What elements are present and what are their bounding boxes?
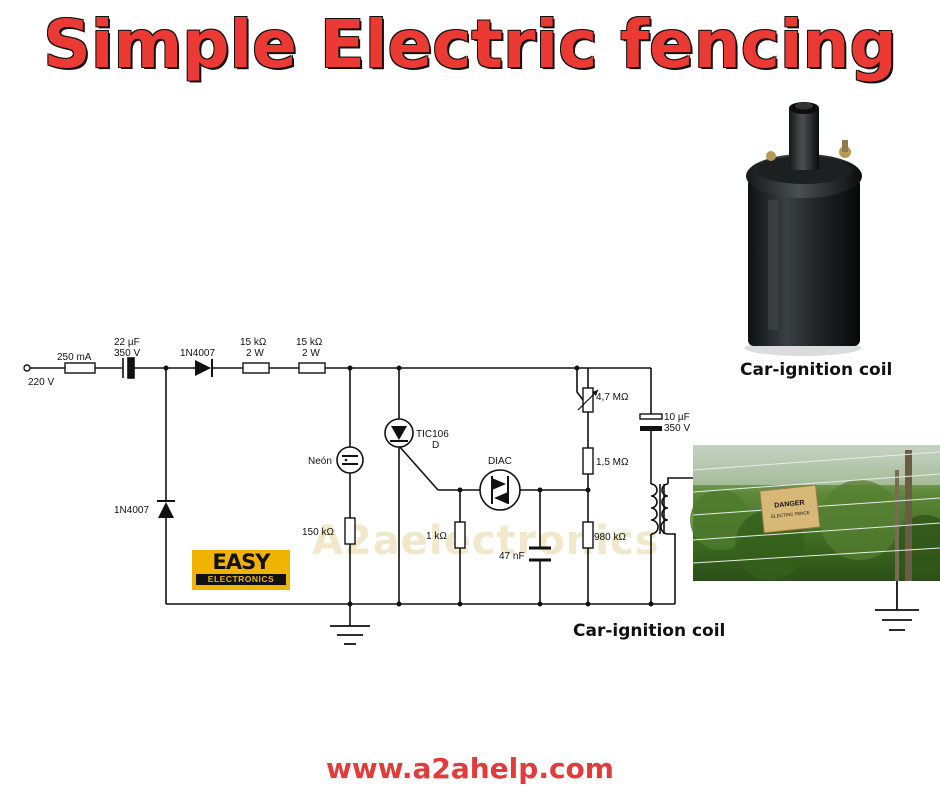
fuse-symbol [64, 362, 96, 374]
website-url[interactable]: www.a2ahelp.com [326, 752, 614, 785]
caption-transformer: Car-ignition coil [573, 621, 726, 641]
page-title: Simple Electric fencing [43, 6, 897, 83]
logo-line-2: ELECTRONICS [196, 574, 286, 585]
label-cap-timing: 47 nF [499, 551, 525, 562]
logo-line-1: EASY [212, 550, 271, 574]
caption-coil-photo: Car-ignition coil [740, 360, 893, 380]
ground-symbol-fence [875, 581, 919, 631]
shunt-diode-symbol [157, 500, 175, 518]
label-fuse: 250 mA [57, 352, 92, 363]
fence-sign-text: DANGER [774, 499, 805, 509]
transformer-symbol [650, 483, 669, 535]
input-capacitor-symbol [122, 357, 135, 379]
label-input-voltage: 220 V [28, 377, 54, 388]
label-output-cap-value: 10 µF [664, 412, 690, 423]
label-neon: Neón [308, 456, 332, 467]
resistor-15k-1 [242, 362, 270, 374]
label-res1-power: 2 W [246, 348, 264, 359]
input-terminal [23, 364, 31, 372]
label-output-cap-voltage: 350 V [664, 423, 690, 434]
resistor-150k [344, 517, 356, 545]
label-pot: 4,7 MΩ [596, 392, 629, 403]
label-res1-value: 15 kΩ [240, 337, 267, 348]
resistor-15k-2 [298, 362, 326, 374]
label-res-neon: 150 kΩ [302, 527, 334, 538]
watermark-text: A2aelectronics [312, 518, 660, 564]
label-res-gate: 1 kΩ [426, 531, 447, 542]
junction-dots [163, 365, 654, 607]
resistor-1k [454, 521, 466, 549]
capacitor-47nf-symbol [529, 546, 551, 562]
output-capacitor-symbol [639, 413, 663, 431]
label-thyristor-suffix: D [432, 440, 439, 451]
label-shunt-diode: 1N4007 [114, 505, 149, 516]
ground-symbol-circuit [330, 625, 370, 645]
svg-text:ELECTRIC FENCE: ELECTRIC FENCE [771, 510, 810, 519]
label-diac: DIAC [488, 456, 512, 467]
diac-symbol [479, 469, 521, 511]
label-res-bottom: 980 kΩ [594, 532, 626, 543]
ignition-coil-image [745, 102, 862, 356]
potentiometer-symbol [577, 387, 599, 413]
easy-electronics-logo: EASY ELECTRONICS [192, 550, 290, 590]
label-input-cap-value: 22 µF [114, 337, 140, 348]
series-diode-symbol [195, 359, 213, 377]
thyristor-symbol [384, 418, 414, 448]
label-res2-value: 15 kΩ [296, 337, 323, 348]
label-res-mid: 1,5 MΩ [596, 457, 629, 468]
resistor-980k [582, 521, 594, 549]
label-input-cap-voltage: 350 V [114, 348, 140, 359]
label-res2-power: 2 W [302, 348, 320, 359]
neon-lamp-symbol [336, 446, 364, 474]
label-thyristor: TIC106 [416, 429, 449, 440]
electric-fence-image: DANGER ELECTRIC FENCE [690, 445, 940, 581]
resistor-1-5m [582, 447, 594, 475]
label-series-diode: 1N4007 [180, 348, 215, 359]
